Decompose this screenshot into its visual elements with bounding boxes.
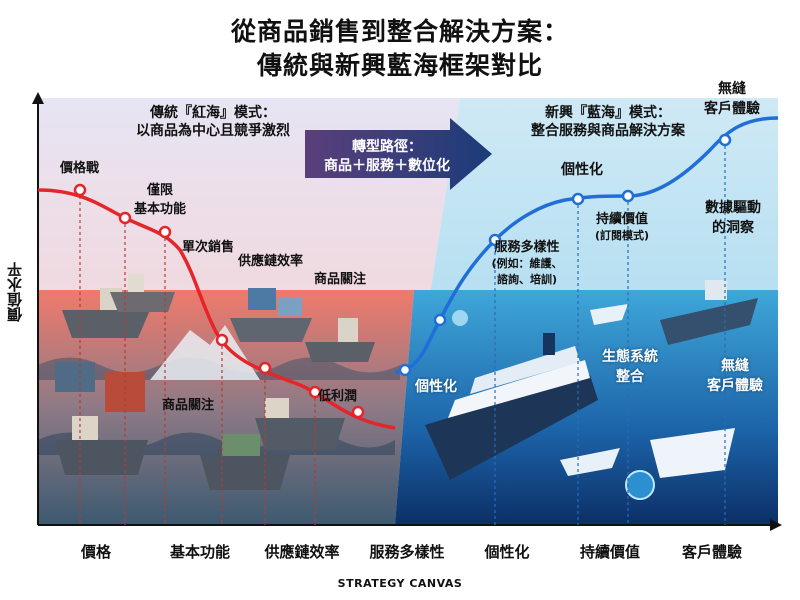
page-title: 從商品銷售到整合解決方案： — [230, 17, 569, 46]
blue-ocean-heading-line: 整合服務與商品解決方案 — [531, 123, 685, 139]
blue-ocean-heading-line: 新興『藍海』模式： — [545, 105, 671, 121]
label-line: 無縫 — [718, 81, 746, 97]
blue-ocean-point — [398, 363, 412, 377]
speedboat — [590, 304, 628, 325]
label-low-margin: 低利潤 — [318, 389, 358, 404]
label-line: (訂閱模式) — [594, 229, 650, 242]
label-supply-efficiency: 供應鏈效率 — [238, 254, 304, 269]
cargo-ship — [305, 318, 375, 362]
red-ocean-point — [351, 405, 365, 419]
blue-ocean-point — [488, 233, 502, 247]
red-ocean-heading-line: 傳統『紅海』模式： — [150, 105, 276, 121]
transition-label: 轉型路徑： 商品＋服務＋數位化 — [312, 138, 462, 176]
label-line: 服務多樣性 — [494, 240, 560, 255]
label-line: 基本功能 — [133, 202, 187, 217]
label-continuous-value: 持續價值 (訂閱模式) — [595, 208, 649, 243]
label-line: 諮詢、培訓) — [496, 273, 558, 286]
x-category: 供應鏈效率 — [264, 543, 340, 561]
label-line: 客戶體驗 — [704, 101, 760, 117]
iceberg-shape — [150, 325, 260, 380]
red-ocean-point — [258, 361, 272, 375]
cargo-ship — [660, 280, 758, 345]
label-line: (例如：維護、 — [491, 257, 563, 270]
transition-label-line: 轉型路徑： — [352, 139, 422, 155]
blue-ocean-point — [571, 192, 585, 206]
cruise-ship — [425, 333, 598, 480]
buoy-icon — [452, 310, 468, 326]
label-line: 客戶體驗 — [707, 378, 763, 394]
red-ocean-heading-line: 以商品為中心且競爭激烈 — [136, 123, 290, 139]
label-personalization-low: 個性化 — [415, 379, 457, 395]
chart-axes — [32, 92, 782, 531]
transition-label-line: 商品＋服務＋數位化 — [324, 158, 450, 174]
blue-ocean-point — [718, 133, 732, 147]
x-category: 持續價值 — [579, 543, 641, 561]
label-line: 僅限 — [146, 183, 174, 198]
label-line: 的洞察 — [712, 220, 754, 236]
x-category: 基本功能 — [169, 543, 231, 561]
red-ocean-point — [308, 385, 322, 399]
x-category: 客戶體驗 — [681, 543, 743, 561]
buoy-icon — [625, 470, 655, 500]
red-ocean-point — [158, 225, 172, 239]
blue-ocean-heading: 新興『藍海』模式： 整合服務與商品解決方案 — [508, 104, 708, 140]
red-ocean-point — [215, 333, 229, 347]
cargo-ship — [230, 288, 312, 342]
label-price-war: 價格戰 — [60, 161, 100, 176]
page-subtitle: 傳統與新興藍海框架對比 — [256, 51, 543, 80]
transition-arrow — [305, 118, 492, 190]
label-product-focus: 商品關注 — [314, 272, 367, 287]
label-line: 生態系統 — [602, 349, 658, 365]
label-service-diversity: 服務多樣性 (例如：維護、 諮詢、培訓) — [491, 236, 562, 287]
blue-ocean-point — [433, 313, 447, 327]
label-line: 數據驅動 — [705, 200, 761, 216]
label-data-driven: 數據驅動 的洞察 — [705, 197, 761, 237]
red-ocean-panel — [38, 98, 460, 525]
label-ecosystem: 生態系統 整合 — [602, 346, 658, 386]
label-line: 無縫 — [721, 358, 749, 374]
x-category: 個性化 — [484, 543, 530, 561]
label-seamless-experience: 無縫 客戶體驗 — [704, 78, 760, 118]
label-personalization: 個性化 — [561, 162, 603, 178]
speedboat — [650, 428, 735, 478]
speedboat — [560, 448, 620, 476]
red-ocean-point — [118, 211, 132, 225]
label-basic-function: 僅限 基本功能 — [134, 179, 186, 217]
label-line: 整合 — [616, 369, 644, 385]
x-category: 服務多樣性 — [369, 543, 445, 561]
red-ocean-point — [73, 183, 87, 197]
cargo-ship — [110, 274, 175, 312]
red-ocean-heading: 傳統『紅海』模式： 以商品為中心且競爭激烈 — [118, 104, 308, 140]
cargo-ship — [200, 434, 290, 490]
cargo-ship — [255, 398, 345, 450]
y-axis-label: 價值水平 — [6, 262, 24, 322]
label-seamless-low: 無縫 客戶體驗 — [707, 355, 763, 395]
blue-ocean-panel — [395, 98, 778, 525]
value-curves — [37, 116, 779, 525]
label-product-focus-low: 商品關注 — [162, 398, 215, 413]
label-single-sale: 單次銷售 — [182, 240, 235, 255]
footer-caption: STRATEGY CANVAS — [337, 577, 463, 590]
x-category: 價格 — [80, 543, 112, 561]
blue-ocean-point — [621, 189, 635, 203]
label-line: 持續價值 — [595, 212, 648, 227]
